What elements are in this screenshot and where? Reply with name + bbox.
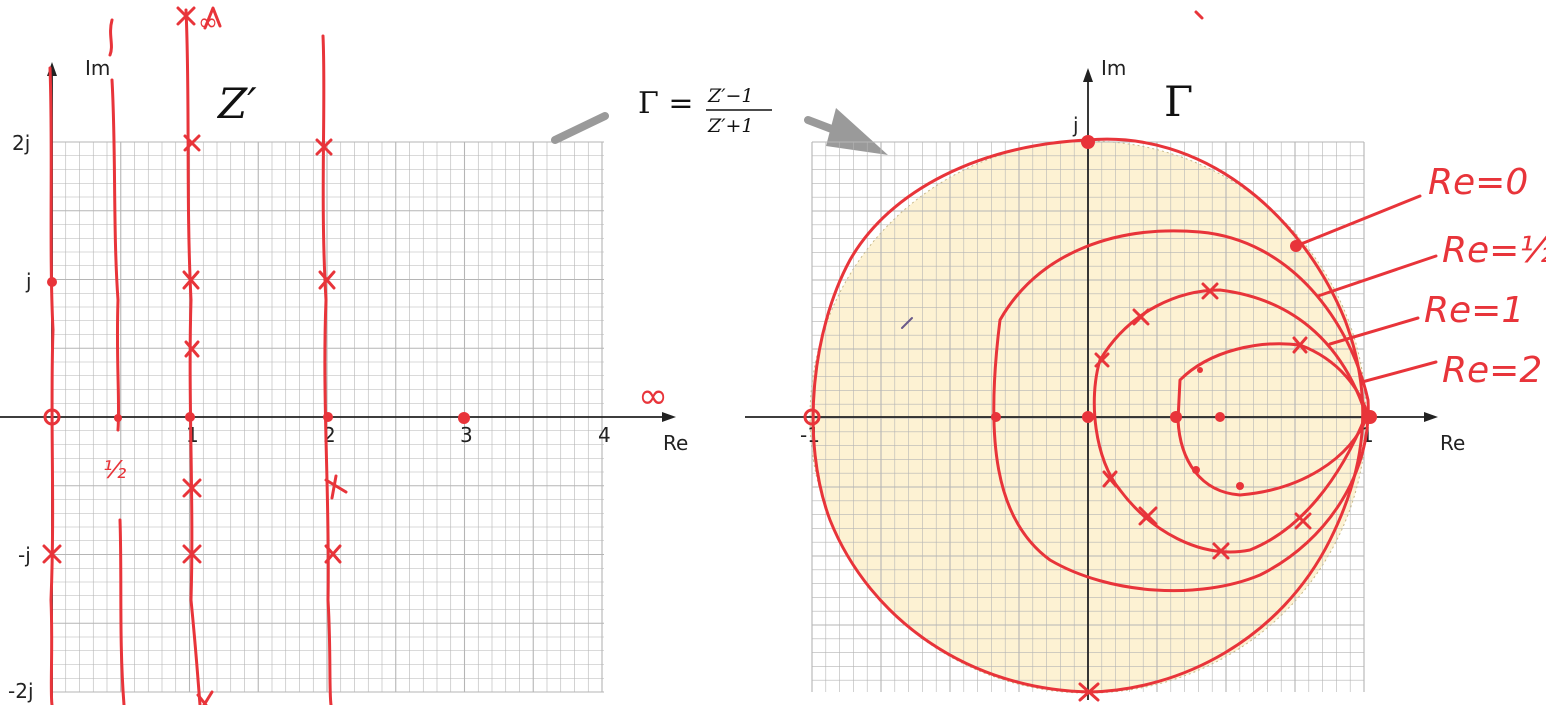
gamma-dot-d xyxy=(1192,466,1200,474)
z-dot-3 xyxy=(458,412,470,424)
z-plane-re-label: Re xyxy=(663,431,688,455)
z-line-re-2 xyxy=(321,34,333,705)
formula-arrow-head xyxy=(804,108,888,155)
z-plane-tick-4: 4 xyxy=(598,423,611,447)
z-dot-j xyxy=(47,277,57,287)
z-line-re-half-lower xyxy=(118,518,126,705)
label-re-1: Re=1 xyxy=(1424,290,1524,331)
z-hand-arrow-top xyxy=(203,6,222,30)
gamma-circle-re-half xyxy=(992,229,1370,593)
z-line-re-0 xyxy=(48,66,55,705)
leader-re-1 xyxy=(1328,316,1420,346)
gamma-dot-re0 xyxy=(1290,240,1302,252)
z-plane-tick-neg-j: -j xyxy=(18,543,31,567)
z-open-dot-origin xyxy=(43,408,61,426)
gamma-plane-title: Γ xyxy=(1164,77,1193,126)
z-crosses xyxy=(42,6,348,705)
z-hand-infinity: ∞ xyxy=(638,376,668,417)
leader-re-0 xyxy=(1294,194,1422,248)
formula-denominator: Z′+1 xyxy=(707,115,754,137)
z-plane-title: Z′ xyxy=(216,79,257,128)
label-re-2: Re=2 xyxy=(1442,350,1542,391)
gamma-crosses xyxy=(1078,282,1312,702)
z-line-re-half-top xyxy=(108,18,114,57)
gamma-dot-e xyxy=(1236,482,1244,490)
gamma-dot-origin xyxy=(1082,411,1094,423)
gamma-stray-mark-2 xyxy=(901,317,913,329)
z-plane-tick-3: 3 xyxy=(460,423,473,447)
gamma-plane-re-label: Re xyxy=(1440,431,1465,455)
gamma-dot-j xyxy=(1081,135,1095,149)
z-plane-hand-drawing: ∞ ½ ∞ xyxy=(42,6,668,705)
z-dot-half xyxy=(114,414,122,422)
gamma-plane-hand-drawing: Re=0 Re=½ Re=1 Re=2 xyxy=(803,10,1546,702)
formula: Γ = Z′−1 Z′+1 xyxy=(638,85,772,137)
z-plane-tick-2j: 2j xyxy=(12,131,30,155)
z-plane-tick-1: 1 xyxy=(186,423,199,447)
z-plane-im-label: Im xyxy=(85,56,110,80)
z-dot-2 xyxy=(323,412,333,422)
label-re-half: Re=½ xyxy=(1442,230,1546,271)
gamma-dot-1 xyxy=(1363,410,1377,424)
gamma-dot-b xyxy=(1170,411,1182,423)
gamma-dot-f xyxy=(1197,367,1203,373)
gamma-open-dot-neg1 xyxy=(803,408,821,426)
z-line-re-half-upper xyxy=(110,78,121,432)
label-re-0: Re=0 xyxy=(1428,162,1528,203)
formula-arrow-tail xyxy=(551,112,609,144)
gamma-plane-im-label: Im xyxy=(1101,56,1126,80)
z-line-re-1 xyxy=(184,8,202,705)
gamma-plane-tick-neg-1: -1 xyxy=(800,423,820,447)
formula-lhs: Γ = xyxy=(638,86,694,121)
z-hand-half: ½ xyxy=(103,456,126,484)
z-dot-1 xyxy=(185,412,195,422)
gamma-dot-c xyxy=(1215,412,1225,422)
formula-numerator: Z′−1 xyxy=(707,85,754,107)
gamma-stray-mark xyxy=(1194,10,1204,20)
z-plane-tick-neg-2j: -2j xyxy=(8,679,34,703)
z-plane-tick-j: j xyxy=(25,269,32,293)
leader-re-half xyxy=(1316,254,1438,298)
gamma-plane-tick-j: j xyxy=(1072,113,1079,137)
gamma-dot-a xyxy=(991,412,1001,422)
leader-re-2 xyxy=(1360,360,1438,384)
